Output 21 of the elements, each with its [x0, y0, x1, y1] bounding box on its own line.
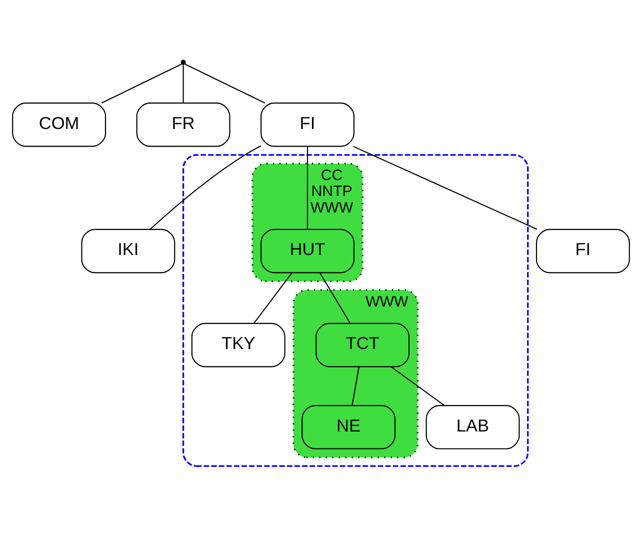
node-box: FR: [136, 102, 230, 147]
node-box: HUT: [260, 228, 354, 274]
connector: [390, 366, 444, 406]
node-box: TKY: [191, 322, 286, 368]
node-box: NE: [302, 405, 396, 450]
node-box: IKI: [81, 228, 176, 274]
node-box: FI: [536, 228, 630, 274]
connector: [306, 146, 308, 230]
node-point: [180, 60, 186, 65]
cluster: [182, 154, 529, 467]
node-box: FI: [260, 102, 354, 147]
connector: [182, 64, 184, 104]
connector: [352, 366, 360, 406]
node-box: COM: [12, 102, 106, 147]
connector: [101, 64, 182, 104]
connector: [254, 272, 292, 324]
node-box: LAB: [426, 405, 520, 450]
connector: [353, 146, 538, 230]
connector: [150, 145, 262, 230]
node-box: TCT: [316, 322, 410, 368]
connector: [184, 64, 266, 104]
